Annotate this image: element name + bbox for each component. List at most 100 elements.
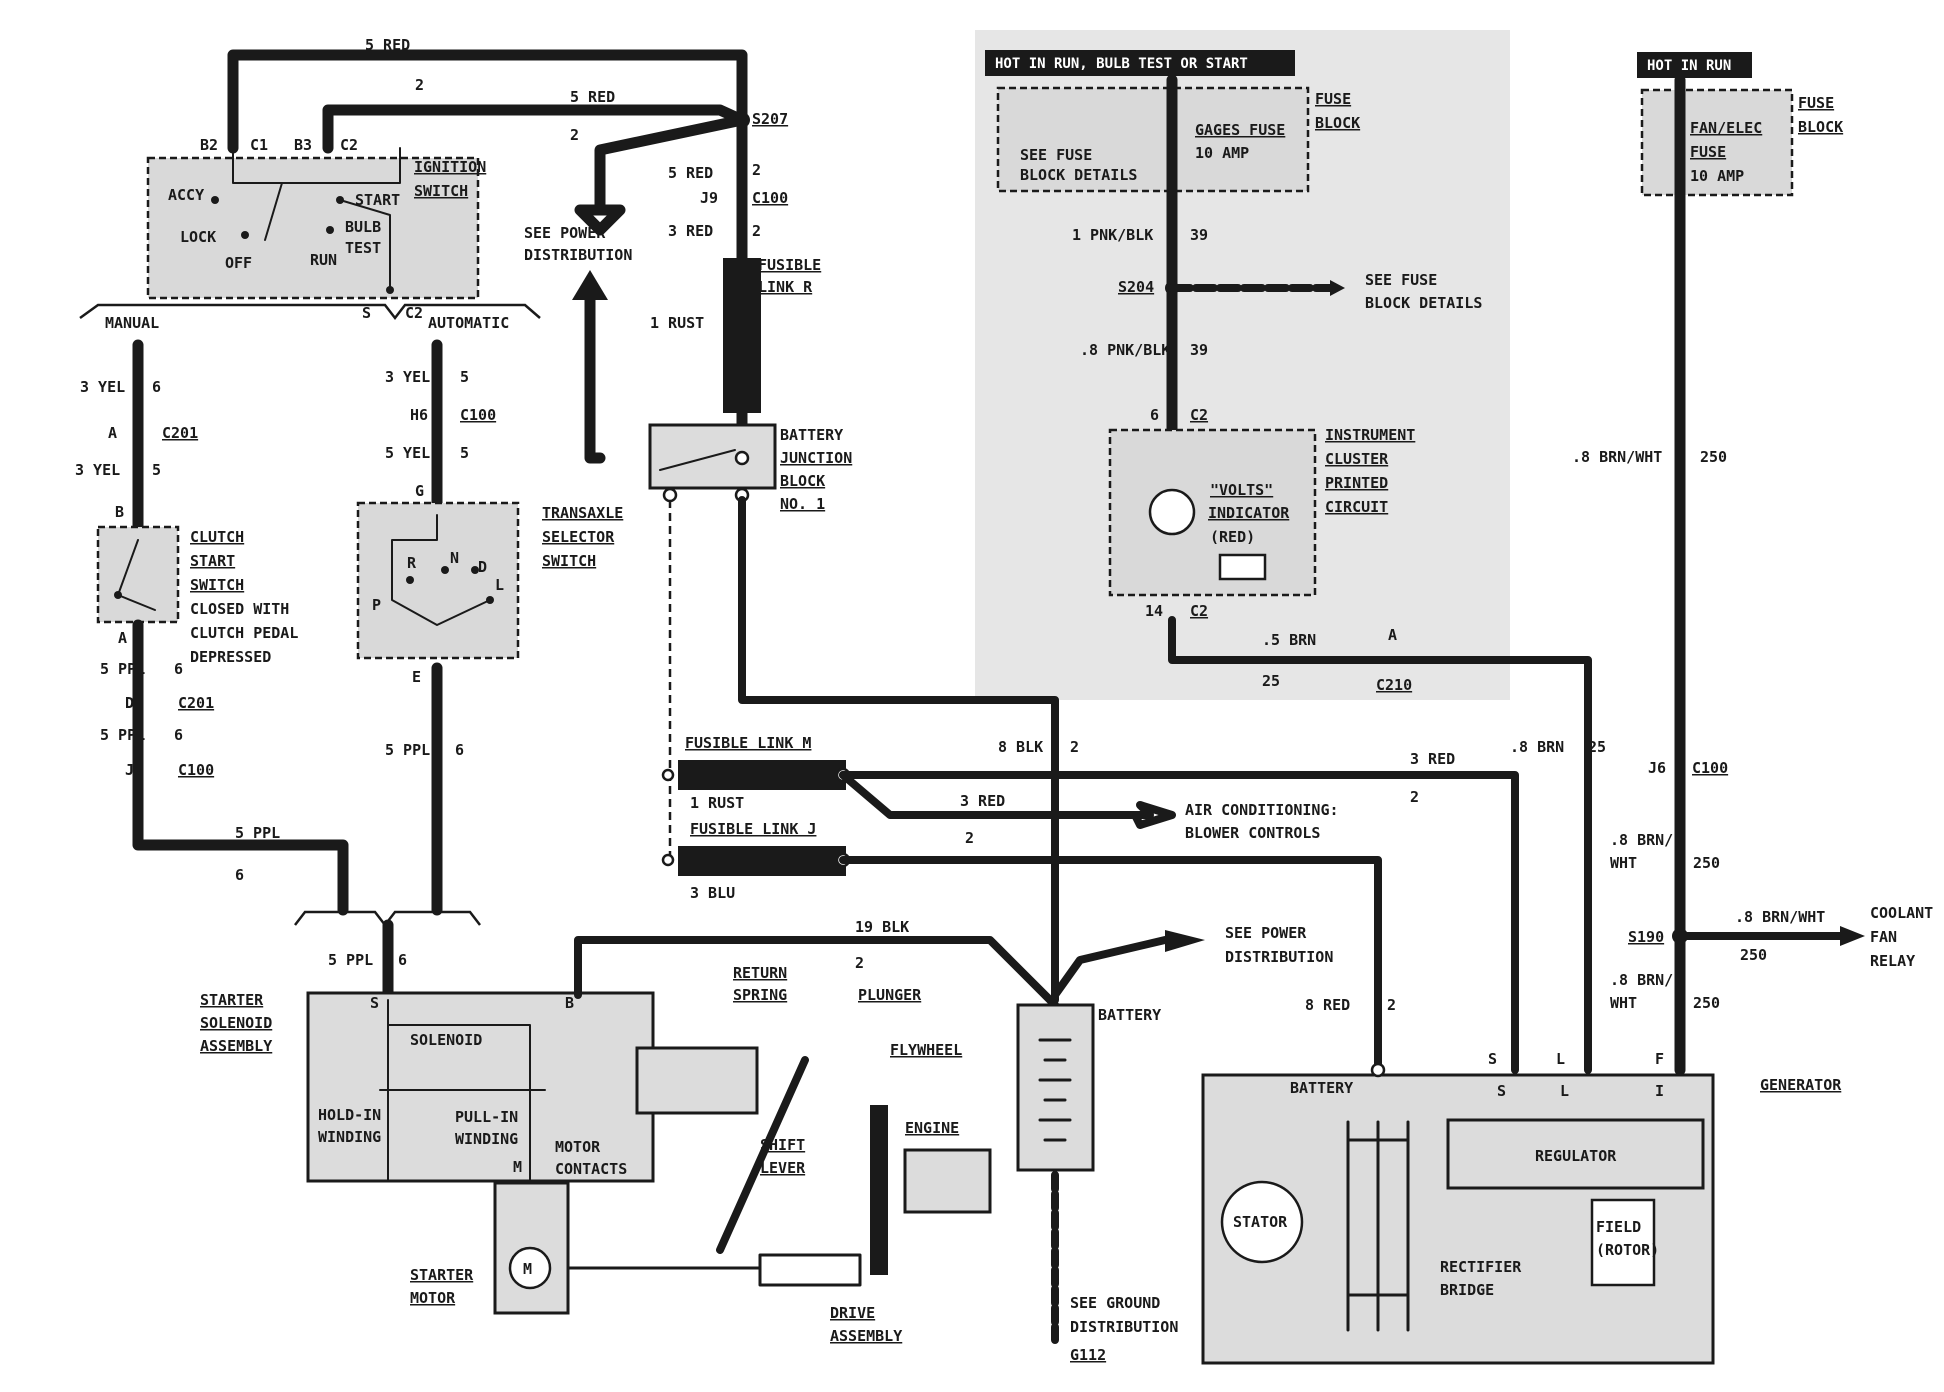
wire-1rust: 1 RUST: [650, 314, 704, 332]
ic-pin14: 14: [1145, 602, 1163, 620]
gen-l2: L: [1560, 1082, 1569, 1100]
man-w2n: 5: [152, 461, 161, 479]
gen-battery: BATTERY: [1290, 1079, 1353, 1097]
trans-2: SELECTOR: [542, 528, 615, 546]
fan-c100: C100: [1692, 759, 1728, 777]
fan-w4b: WHT: [1610, 994, 1637, 1012]
pin-b3: B3: [294, 136, 312, 154]
clutch-4: CLOSED WITH: [190, 600, 289, 618]
hot-bulb-header: [985, 50, 1295, 76]
man-w1n: 6: [152, 378, 161, 396]
wire-5red-b3: 5 RED: [570, 88, 615, 106]
ac-1: AIR CONDITIONING:: [1185, 801, 1339, 819]
gages-w1: 1 PNK/BLK: [1072, 226, 1153, 244]
fusible-m-label: FUSIBLE LINK M: [685, 734, 811, 752]
ic-pin6: 6: [1150, 406, 1159, 424]
sol-pull1: PULL-IN: [455, 1108, 518, 1126]
pos-p: P: [372, 596, 381, 614]
fusible-r-1: FUSIBLE: [758, 256, 821, 274]
ignition-switch: IGNITION SWITCH 5 RED 2 5 RED 2 B2 C1 B3…: [79, 36, 748, 476]
man-b: B: [115, 503, 124, 521]
coolant-1: COOLANT: [1870, 904, 1933, 922]
auto-e: E: [412, 668, 421, 686]
wire-19blk: 19 BLK: [855, 918, 909, 936]
fan-fb-1: FUSE: [1798, 94, 1834, 112]
pos-bulb: BULB: [345, 218, 381, 236]
ic-c2b: C2: [1190, 602, 1208, 620]
conn-c100: C100: [752, 189, 788, 207]
wire-5brn-num: 25: [1262, 672, 1280, 690]
auto-h6: H6: [410, 406, 428, 424]
starter-solenoid: 5 PPL 6 STARTER SOLENOID ASSEMBLY S B SO…: [200, 918, 1059, 1345]
gen-field-1: FIELD: [1596, 1218, 1641, 1236]
instrument-cluster-box: [1108, 428, 1317, 597]
power-feed: S207 SEE POWER DISTRIBUTION 5 RED 2 J9 C…: [524, 110, 821, 464]
man-w5n: 6: [235, 866, 244, 884]
gen-f: F: [1655, 1050, 1664, 1068]
fan-w4a: .8 BRN/: [1610, 971, 1673, 989]
man-c100: C100: [178, 761, 214, 779]
gages-sfd-2: BLOCK DETAILS: [1020, 166, 1137, 184]
man-d: D: [125, 694, 134, 712]
bjb-3: BLOCK: [780, 472, 825, 490]
solenoid-box: [306, 991, 655, 1183]
sol-b: B: [565, 994, 574, 1012]
gen-brn8: .8 BRN: [1510, 738, 1564, 756]
man-w4n: 6: [174, 726, 183, 744]
fusible-link-r: [723, 258, 761, 413]
pin-c2: C2: [340, 136, 358, 154]
bjb-1: BATTERY: [780, 426, 843, 444]
label-manual: MANUAL: [105, 314, 159, 332]
fusible-j-wire: 3 BLU: [690, 884, 735, 902]
wire-3red-ac-num: 2: [965, 829, 974, 847]
battery-see-1: SEE POWER: [1225, 924, 1307, 942]
gen-red8: 8 RED: [1305, 996, 1350, 1014]
pin-c2b: C2: [405, 304, 423, 322]
gages-w2n: 39: [1190, 341, 1208, 359]
gages-sfd-1: SEE FUSE: [1020, 146, 1092, 164]
gen-rect-1: RECTIFIER: [1440, 1258, 1522, 1276]
pin-s: S: [362, 304, 371, 322]
gen-brn8-num: 25: [1588, 738, 1606, 756]
label-engine: ENGINE: [905, 1119, 959, 1137]
gen-i: I: [1655, 1082, 1664, 1100]
motor-m: M: [523, 1260, 532, 1278]
auto-w2n: 5: [460, 444, 469, 462]
sol-s: S: [370, 994, 379, 1012]
pin-j9: J9: [700, 189, 718, 207]
s204-label: S204: [1118, 278, 1154, 296]
s204-see-2: BLOCK DETAILS: [1365, 294, 1482, 312]
wire-3red-gen-num: 2: [1410, 788, 1419, 806]
clutch-5: CLUTCH PEDAL: [190, 624, 298, 642]
starter-w: 5 PPL: [328, 951, 373, 969]
man-a: A: [108, 424, 117, 442]
pos-start: START: [355, 191, 400, 209]
battery-label: BATTERY: [1098, 1006, 1161, 1024]
ignition-title-2: SWITCH: [414, 182, 468, 200]
man-w4: 5 PPL: [100, 726, 145, 744]
starter-t3: ASSEMBLY: [200, 1037, 272, 1055]
volts-label: "VOLTS": [1210, 481, 1273, 499]
man-j7: J7: [125, 761, 143, 779]
pos-test: TEST: [345, 239, 381, 257]
indicator-label: INDICATOR: [1208, 504, 1290, 522]
wire-19blk-num: 2: [855, 954, 864, 972]
wire-3red-ac: 3 RED: [960, 792, 1005, 810]
wire-5red-top-num: 2: [415, 76, 424, 94]
fusible-link-j: [678, 846, 846, 876]
fan-w2n: 250: [1693, 854, 1720, 872]
pos-d: D: [478, 558, 487, 576]
wire-5red-s207: 5 RED: [668, 164, 713, 182]
fusible-r-2: LINK R: [758, 278, 813, 296]
hot-run-header: [1637, 52, 1752, 78]
man-w3n: 6: [174, 660, 183, 678]
sol-solenoid: SOLENOID: [410, 1031, 482, 1049]
fusible-j-label: FUSIBLE LINK J: [690, 820, 816, 838]
c210-a: A: [1388, 626, 1397, 644]
starter-wn: 6: [398, 951, 407, 969]
c210-label: C210: [1376, 676, 1412, 694]
label-plunger: PLUNGER: [858, 986, 922, 1004]
gen-field-2: (ROTOR): [1596, 1241, 1659, 1259]
